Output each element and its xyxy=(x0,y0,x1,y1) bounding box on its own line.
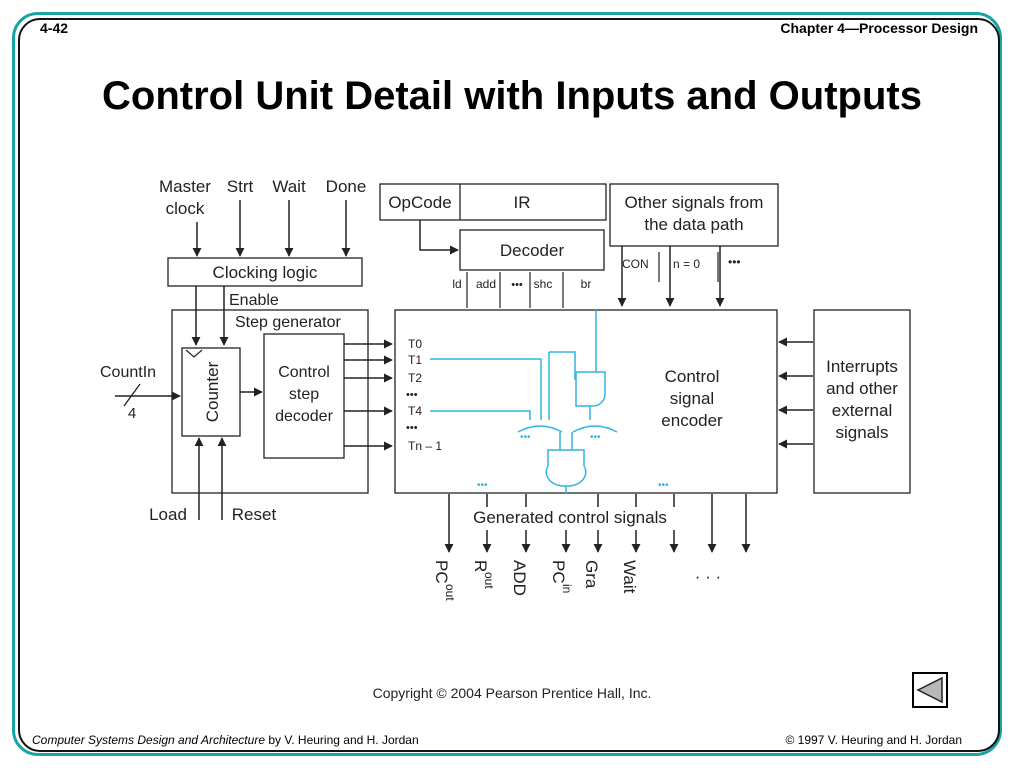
wait-output-main: Wait xyxy=(620,560,639,594)
timing-dots-2: ••• xyxy=(406,422,418,434)
enable-label: Enable xyxy=(229,292,279,309)
book-title: Computer Systems Design and Architecture xyxy=(32,733,265,747)
back-nav-button[interactable] xyxy=(912,672,948,708)
pc-out-label: PC out xyxy=(432,560,457,601)
interrupts-label-1: Interrupts xyxy=(826,357,898,376)
slide-title: Control Unit Detail with Inputs and Outp… xyxy=(102,74,922,118)
decoder-output-dots: ••• xyxy=(511,279,523,291)
interrupts-label-3: external xyxy=(832,401,892,420)
counter-box xyxy=(181,347,241,437)
add-main: ADD xyxy=(510,560,529,596)
gra-main: Gra xyxy=(582,560,601,589)
pc-in-main: PC xyxy=(549,560,568,584)
timing-tn-1: Tn – 1 xyxy=(408,439,442,453)
csd-label-1: Control xyxy=(278,364,330,381)
r-out-main: R xyxy=(471,560,490,572)
slide-inner-frame xyxy=(18,18,1000,752)
chapter-label: Chapter 4—Processor Design xyxy=(780,20,978,36)
copyright-notice: Copyright © 2004 Pearson Prentice Hall, … xyxy=(372,685,652,701)
reset-label: Reset xyxy=(232,505,277,524)
interrupts-box xyxy=(813,309,911,494)
ir-box xyxy=(379,183,607,221)
n-zero-label: n = 0 xyxy=(673,257,700,271)
done-label: Done xyxy=(326,177,367,196)
counter-label: Counter xyxy=(203,361,222,422)
other-signals-label-2: the data path xyxy=(644,215,743,234)
bus-slash xyxy=(123,383,141,407)
step-generator-box xyxy=(171,309,369,494)
timing-t1: T1 xyxy=(408,353,422,367)
count-width-label: 4 xyxy=(128,405,136,422)
timing-dots-1: ••• xyxy=(406,389,418,401)
decoder-output-ld: ld xyxy=(452,277,461,291)
control-step-decoder-box xyxy=(263,333,345,459)
back-triangle-icon xyxy=(916,676,943,704)
wait-input-label: Wait xyxy=(272,177,306,196)
wait-output-label: Wait xyxy=(620,560,639,594)
decoder-output-shc: shc xyxy=(534,277,553,291)
gra-label: Gra xyxy=(582,560,601,589)
output-dots-left: ••• xyxy=(477,480,488,491)
pc-in-sub: in xyxy=(560,584,574,593)
opcode-to-decoder-arrow xyxy=(419,220,459,255)
clock-input-triangle xyxy=(185,349,203,358)
pc-out-main: PC xyxy=(432,560,451,584)
footer-right: © 1997 V. Heuring and H. Jordan xyxy=(785,733,962,747)
r-out-sub: out xyxy=(482,572,496,589)
decoder-box xyxy=(459,229,605,271)
master-clock-label: Master xyxy=(159,177,211,196)
slide-number: 4-42 xyxy=(40,20,69,36)
load-label: Load xyxy=(149,505,187,524)
add-label: ADD xyxy=(510,560,529,596)
generated-signals-label: Generated control signals xyxy=(473,508,667,527)
r-out-label: R out xyxy=(471,560,496,589)
clocking-logic-label: Clocking logic xyxy=(213,263,318,282)
other-signals-label-1: Other signals from xyxy=(625,193,764,212)
clocking-logic-box xyxy=(167,257,363,287)
decoder-output-add: add xyxy=(476,277,496,291)
other-signals-box xyxy=(609,183,779,247)
slide-outer-frame xyxy=(12,12,1002,756)
interrupts-label-4: signals xyxy=(836,423,889,442)
step-generator-label: Step generator xyxy=(235,314,342,331)
datapath-dots: ••• xyxy=(728,255,741,269)
csd-label-2: step xyxy=(289,386,319,403)
gate-network xyxy=(430,310,618,494)
gate-dots-left: ••• xyxy=(520,432,531,443)
decoder-output-br: br xyxy=(581,277,592,291)
master-clock-label-2: clock xyxy=(166,199,205,218)
con-label: CON xyxy=(622,257,649,271)
more-outputs-label: · · · xyxy=(695,567,721,586)
countin-label: CountIn xyxy=(100,364,156,381)
opcode-label: OpCode xyxy=(388,193,451,212)
gate-dots-right: ••• xyxy=(590,432,601,443)
pc-in-label: PC in xyxy=(549,560,574,593)
book-authors: by V. Heuring and H. Jordan xyxy=(265,733,419,747)
ir-label: IR xyxy=(514,193,531,212)
pc-out-sub: out xyxy=(443,584,457,601)
csd-label-3: decoder xyxy=(275,408,333,425)
encoder-label-2: signal xyxy=(670,389,714,408)
strt-label: Strt xyxy=(227,177,254,196)
decoder-label: Decoder xyxy=(500,241,565,260)
timing-t0: T0 xyxy=(408,337,422,351)
timing-t4: T4 xyxy=(408,404,422,418)
output-dots-right: ••• xyxy=(658,480,669,491)
encoder-label-1: Control xyxy=(665,367,720,386)
interrupts-label-2: and other xyxy=(826,379,898,398)
footer-left: Computer Systems Design and Architecture… xyxy=(32,733,419,747)
control-signal-encoder-box xyxy=(394,309,778,494)
encoder-label-3: encoder xyxy=(661,411,723,430)
timing-t2: T2 xyxy=(408,371,422,385)
